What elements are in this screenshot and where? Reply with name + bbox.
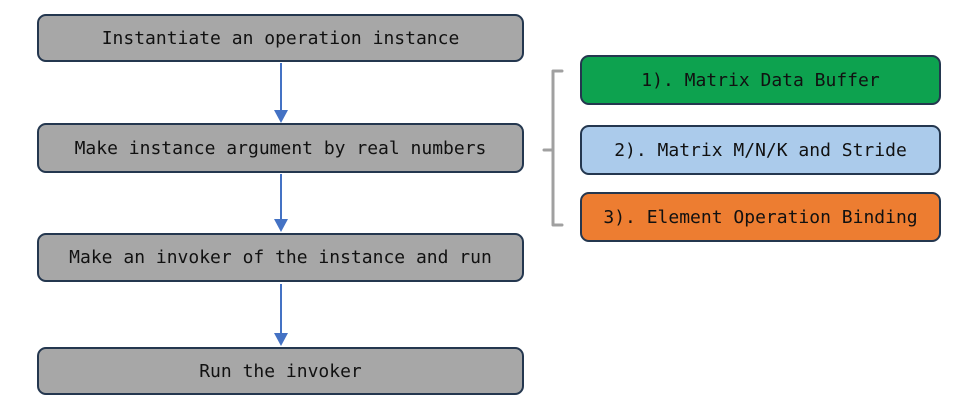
flow-step-label: Make instance argument by real numbers	[74, 137, 487, 159]
component-label: 1). Matrix Data Buffer	[641, 69, 880, 91]
arrow-down-icon	[274, 174, 288, 232]
flow-step-instantiate: Instantiate an operation instance	[37, 14, 524, 62]
flow-step-make-argument: Make instance argument by real numbers	[37, 123, 524, 173]
component-matrix-mnk-stride: 2). Matrix M/N/K and Stride	[580, 125, 941, 175]
flow-step-label: Run the invoker	[199, 360, 362, 382]
flow-step-label: Make an invoker of the instance and run	[69, 247, 492, 268]
component-label: 3). Element Operation Binding	[603, 206, 918, 228]
component-label: 2). Matrix M/N/K and Stride	[614, 139, 907, 161]
component-element-operation-binding: 3). Element Operation Binding	[580, 192, 941, 242]
flow-step-make-invoker: Make an invoker of the instance and run	[37, 233, 524, 282]
arrow-down-icon	[274, 284, 288, 346]
bracket-icon	[542, 69, 564, 227]
component-matrix-data-buffer: 1). Matrix Data Buffer	[580, 55, 941, 105]
flow-step-run-invoker: Run the invoker	[37, 347, 524, 395]
arrow-down-icon	[274, 63, 288, 123]
flow-step-label: Instantiate an operation instance	[101, 27, 460, 49]
